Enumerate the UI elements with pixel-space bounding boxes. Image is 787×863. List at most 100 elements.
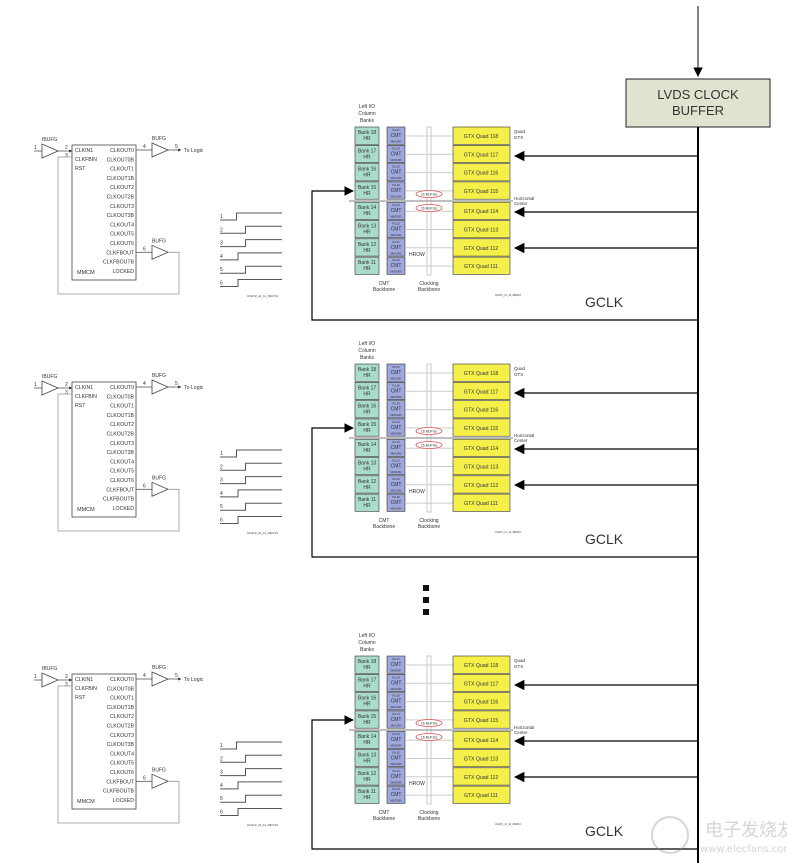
bank-name: Bank 17 — [358, 148, 377, 154]
bank-cell — [354, 220, 380, 239]
bufg-group-oval — [415, 441, 443, 449]
bank-type: HR — [363, 740, 371, 746]
ellipsis-dot — [423, 585, 429, 591]
bank-type: HR — [363, 154, 371, 160]
fpga-figure-id: UG472_c1_13_082010 — [495, 294, 521, 297]
cmt-label: CMT — [391, 464, 402, 470]
ibufg-label: IBUFG — [42, 666, 57, 672]
mmcm-output-clkout0b: CLKOUT0B — [107, 157, 135, 163]
mmcm-input-rst: RST — [75, 695, 86, 701]
mmcm-output-locked: LOCKED — [113, 506, 135, 512]
bufg-label: BUFG — [152, 665, 166, 671]
pll-label: PLL00 — [392, 787, 400, 791]
hrow-label: HROW — [409, 781, 425, 787]
gtx-quad-cell — [452, 457, 511, 476]
timing-signal-label: 1 — [220, 214, 223, 220]
timing-signal-label: 5 — [220, 267, 223, 273]
bufg-group-oval — [415, 719, 443, 727]
timing-waveform — [220, 516, 282, 524]
bufg-group-label: 16 BUFGs — [421, 722, 438, 726]
gtx-quad-cell — [452, 475, 511, 494]
bank-type: HR — [363, 191, 371, 197]
mmcm-output-clkfboutb: CLKFBOUTB — [103, 789, 135, 795]
bufg-buffer-icon — [151, 671, 169, 687]
bufg-group-label: 16 BUFGs — [421, 736, 438, 740]
pll-label: PLL05 — [392, 402, 400, 406]
pin-number: 2 — [65, 145, 68, 151]
cmt-label: CMT — [391, 188, 402, 194]
timing-waveform — [220, 225, 282, 234]
pin-number: 3 — [65, 390, 68, 396]
mmcm-label: MMCM04 — [390, 194, 402, 198]
pll-label: PLL02 — [392, 459, 400, 463]
mmcm-block — [71, 673, 137, 810]
pll-label: PLL03 — [392, 440, 400, 444]
mmcm-label: MMCM06 — [390, 158, 402, 162]
pll-label: PLL02 — [392, 751, 400, 755]
timing-figure-id: UG472_c2_11_091710 — [247, 294, 278, 298]
mmcm-output-locked: LOCKED — [113, 798, 135, 804]
timing-waveform — [220, 265, 282, 274]
gtx-quad-label: GTX Quad 118 — [464, 371, 499, 377]
timing-waveform — [220, 476, 282, 485]
horizontal-center-label: Center — [514, 201, 528, 206]
mmcm-input-rst: RST — [75, 403, 86, 409]
timing-waveform — [220, 794, 282, 803]
timing-waveform — [220, 741, 282, 750]
bufg-group-oval — [415, 733, 443, 741]
bank-name: Bank 16 — [358, 167, 377, 173]
bank-name: Bank 16 — [358, 404, 377, 410]
mmcm-label: MMCM06 — [390, 395, 402, 399]
pll-label: PLL05 — [392, 694, 400, 698]
mmcm-output-clkout3b: CLKOUT3B — [107, 742, 135, 748]
mmcm-output-clkout1b: CLKOUT1B — [107, 705, 135, 711]
left-io-header: Left I/O — [359, 104, 376, 110]
pin-number: 5 — [175, 673, 178, 679]
gtx-quad-cell — [452, 238, 511, 257]
cmt-backbone-label: CMT — [379, 518, 390, 524]
pll-label: PLL06 — [392, 675, 400, 679]
timing-signal-label: 2 — [220, 756, 223, 762]
bank-type: HR — [363, 391, 371, 397]
mmcm-title: MMCM — [77, 507, 95, 513]
mmcm-label: MMCM04 — [390, 723, 402, 727]
mmcm-title: MMCM — [77, 799, 95, 805]
mmcm-input-rst: RST — [75, 166, 86, 172]
lvds-clock-buffer: LVDS CLOCK BUFFER — [625, 6, 771, 128]
pll-label: PLL04 — [392, 712, 400, 716]
gtx-quad-label: GTX Quad 118 — [464, 134, 499, 140]
gtx-quad-label: GTX Quad 114 — [464, 209, 499, 215]
bank-name: Bank 18 — [358, 659, 377, 665]
bank-type: HR — [363, 248, 371, 254]
cmt-label: CMT — [391, 208, 402, 214]
bank-name: Bank 14 — [358, 442, 377, 448]
mmcm-output-locked: LOCKED — [113, 269, 135, 275]
gclk-feedback-loop — [311, 715, 698, 850]
mmcm-output-clkfbout: CLKFBOUT — [106, 487, 135, 493]
horizontal-center-label: Horizontal — [514, 725, 534, 730]
clock-instance-2: 1IBUFG23CLKIN1CLKFBINRSTCLKOUT0CLKOUT0BC… — [34, 341, 698, 558]
horizontal-center-label: Horizontal — [514, 196, 534, 201]
gtx-quad-label: GTX Quad 113 — [464, 757, 499, 763]
ellipsis-dots — [423, 585, 429, 615]
hrow-label: HROW — [409, 252, 425, 258]
bank-name: Bank 14 — [358, 734, 377, 740]
gtx-quad-cell — [452, 493, 511, 512]
pll-label: PLL04 — [392, 420, 400, 424]
ibufg-buffer-icon — [41, 380, 59, 396]
cmt-backbone-label: Backbone — [373, 816, 395, 822]
left-io-header: Column — [358, 348, 375, 354]
mmcm-label: MMCM06 — [390, 687, 402, 691]
bank-type: HR — [363, 683, 371, 689]
gtx-quad-cell — [452, 126, 511, 145]
gtx-quad-cell — [452, 256, 511, 275]
gtx-quad-cell — [452, 710, 511, 729]
cmt-label: CMT — [391, 227, 402, 233]
timing-signal-label: 6 — [220, 281, 223, 287]
bufg-group-label: 16 BUFGs — [421, 193, 438, 197]
gtx-quad-label: GTX Quad 112 — [464, 246, 499, 252]
bufg-group-oval — [415, 204, 443, 212]
pll-label: PLL01 — [392, 477, 400, 481]
bank-type: HR — [363, 410, 371, 416]
mmcm-label: MMCM07 — [390, 669, 402, 673]
